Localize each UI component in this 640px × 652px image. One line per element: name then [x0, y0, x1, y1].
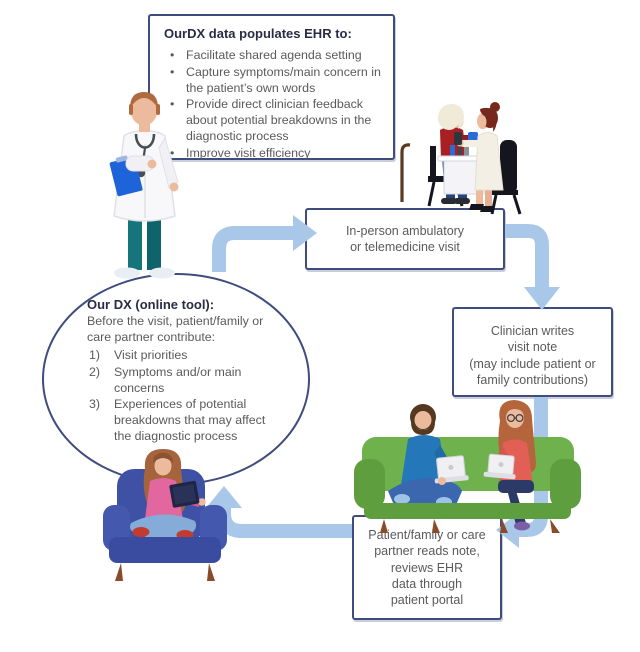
patient-portal-text: Patient/family or care partner reads not… — [368, 528, 486, 607]
arrow-circle-to-visit — [212, 215, 317, 272]
armchair-front — [103, 505, 227, 581]
ourdx-tool-title: Our DX (online tool): — [87, 297, 215, 312]
man-figure — [388, 404, 469, 509]
doctor-figure — [109, 92, 179, 279]
armchair-woman-figure — [130, 449, 206, 540]
arrow-visit-to-note — [505, 224, 560, 310]
numbered-item: 1) Visit priorities — [89, 347, 188, 362]
ourdx-ehr-title: OurDX data populates EHR to: — [164, 26, 352, 41]
cane — [400, 143, 411, 202]
doctor-illustration — [109, 92, 179, 279]
clinician-note-box: Clinician writes visit note (may include… — [452, 307, 613, 397]
couple-couch-illustration — [354, 400, 581, 533]
bullet-item: Provide direct clinician feedback about … — [164, 97, 385, 144]
visit-step-box: In-person ambulatory or telemedicine vis… — [305, 208, 505, 270]
patient-portal-box: Patient/family or care partner reads not… — [352, 515, 502, 620]
visit-step-text: In-person ambulatory or telemedicine vis… — [345, 223, 465, 254]
woman-armchair-illustration — [103, 449, 227, 581]
ourdx-tool-intro: Before the visit, patient/family or care… — [87, 314, 264, 344]
clinician-note-text: Clinician writes visit note (may include… — [469, 324, 596, 387]
clinician-figure — [454, 102, 504, 212]
bullet-item: Improve visit efficiency — [164, 146, 385, 162]
ourdx-ehr-bullet-list: Facilitate shared agenda setting Capture… — [164, 48, 385, 161]
bullet-item: Facilitate shared agenda setting — [164, 48, 385, 64]
numbered-item: 3) Experiences of potential breakdowns t… — [89, 397, 266, 444]
numbered-item: 2) Symptoms and/or main concerns — [89, 364, 242, 395]
ourdx-ehr-box: OurDX data populates EHR to: Facilitate … — [148, 14, 395, 161]
ourdx-tool-circle: Our DX (online tool): Before the visit, … — [42, 273, 310, 485]
ourdx-tool-list: 1) Visit priorities 2) Symptoms and/or m… — [87, 348, 295, 445]
bullet-item: Capture symptoms/main concern in the pat… — [164, 65, 385, 97]
doctor-chair — [490, 140, 522, 215]
ourdx-tool-content: Our DX (online tool): Before the visit, … — [87, 297, 295, 446]
clinic-visit-illustration — [400, 102, 522, 215]
